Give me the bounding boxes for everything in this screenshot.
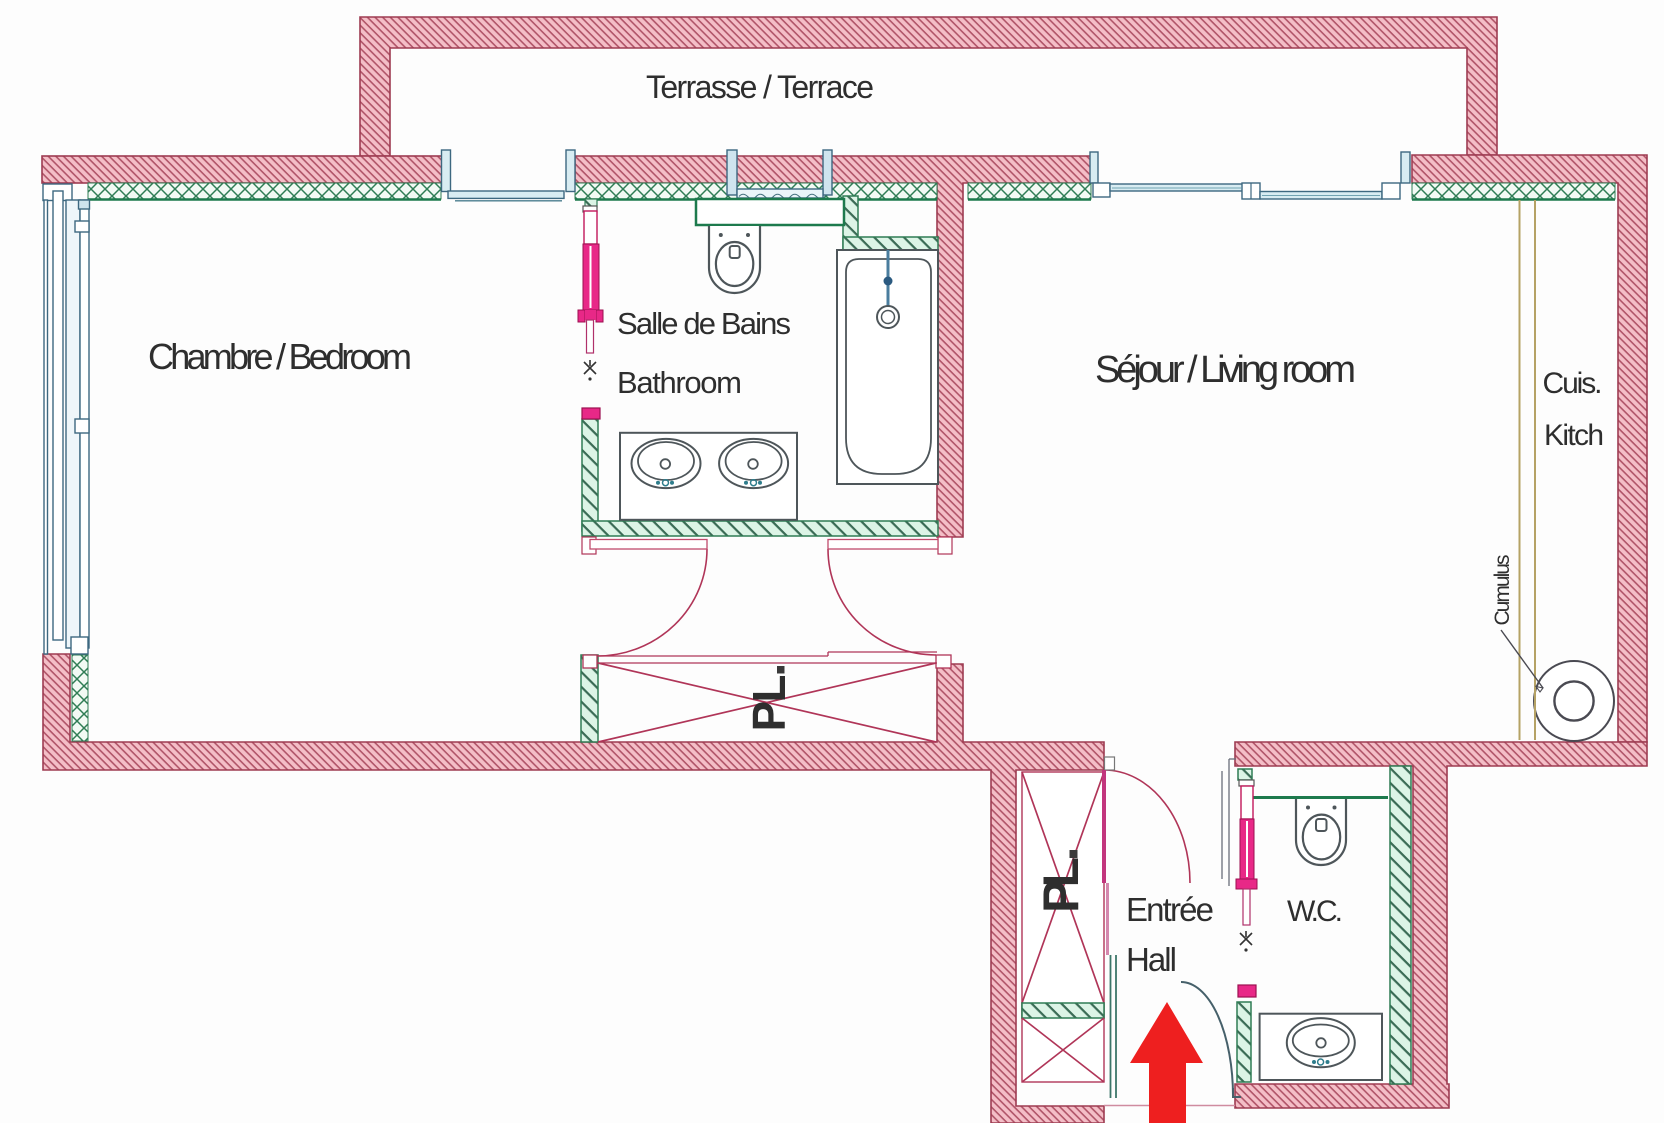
svg-text:W.C.: W.C. — [1287, 895, 1343, 928]
svg-text:Chambre / Bedroom: Chambre / Bedroom — [148, 336, 412, 377]
svg-text:Bathroom: Bathroom — [617, 365, 742, 400]
svg-text:Cumulus: Cumulus — [1491, 555, 1514, 626]
svg-text:Cuis.: Cuis. — [1543, 367, 1603, 400]
svg-text:Hall: Hall — [1126, 941, 1177, 978]
svg-text:Salle de Bains: Salle de Bains — [617, 306, 791, 341]
svg-text:Terrasse / Terrace: Terrasse / Terrace — [646, 69, 874, 105]
svg-text:Kitch: Kitch — [1544, 419, 1604, 452]
svg-text:PL: PL — [1033, 857, 1089, 913]
svg-text:Entrée: Entrée — [1126, 891, 1214, 928]
svg-text:Séjour / Living room: Séjour / Living room — [1095, 349, 1356, 391]
svg-text:PL: PL — [743, 675, 795, 732]
